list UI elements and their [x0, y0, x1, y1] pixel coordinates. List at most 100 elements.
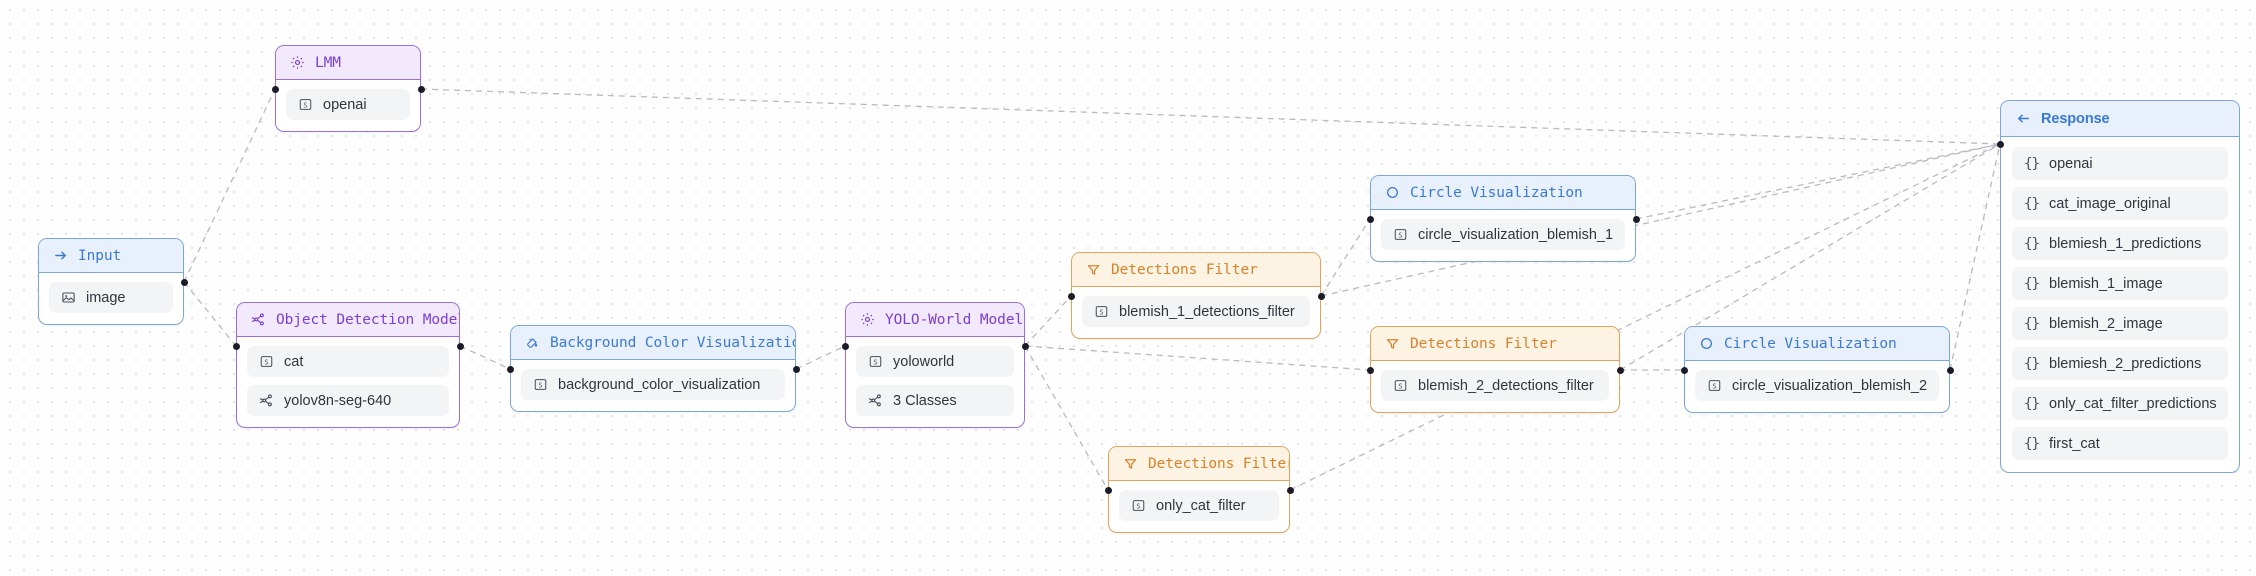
connection-port[interactable]	[417, 85, 425, 93]
response-output-label: only_cat_filter_predictions	[2049, 395, 2217, 412]
connection-port[interactable]	[1021, 342, 1029, 350]
json-braces-icon: {}	[2024, 315, 2040, 332]
node-detections-filter-blemish-2[interactable]: Detections Filter S blemish_2_detections…	[1370, 326, 1620, 413]
node-row[interactable]: yolov8n-seg-640	[247, 385, 449, 416]
node-title: Background Color Visualization	[550, 334, 796, 351]
node-row[interactable]: S cat	[247, 346, 449, 377]
string-param-icon: S	[867, 353, 884, 370]
node-body-background-color-visualization: S background_color_visualization	[511, 360, 795, 411]
connection-port[interactable]	[1946, 366, 1954, 374]
response-output-item[interactable]: {}blemish_1_image	[2012, 267, 2228, 300]
node-body-input: image	[39, 273, 183, 324]
node-header-detections-filter-blemish-2: Detections Filter	[1371, 327, 1619, 361]
svg-text:S: S	[1136, 502, 1140, 510]
edge-detections-filter-blemish-1-to-circle-visualization-blemish-1	[1320, 218, 1371, 297]
node-object-detection-model[interactable]: Object Detection Model S cat yolov8n-seg…	[236, 302, 460, 428]
connection-port[interactable]	[1616, 366, 1624, 374]
node-row[interactable]: S only_cat_filter	[1119, 490, 1279, 521]
node-detections-filter-blemish-1[interactable]: Detections Filter S blemish_1_detections…	[1071, 252, 1321, 339]
node-row-label: circle_visualization_blemish_2	[1732, 377, 1928, 394]
svg-text:S: S	[1398, 382, 1402, 390]
node-row[interactable]: S circle_visualization_blemish_1	[1381, 219, 1625, 250]
model-nodes-icon	[258, 392, 275, 409]
node-row[interactable]: S circle_visualization_blemish_2	[1695, 370, 1939, 401]
node-lmm[interactable]: LMM S openai	[275, 45, 421, 132]
node-title: LMM	[315, 54, 341, 71]
svg-text:S: S	[1099, 308, 1103, 316]
response-panel[interactable]: Response {}openai{}cat_image_original{}b…	[2000, 100, 2240, 473]
connection-port[interactable]	[792, 365, 800, 373]
node-body-lmm: S openai	[276, 80, 420, 131]
node-row-label: blemish_2_detections_filter	[1418, 377, 1594, 394]
edge-input-to-object-detection-model	[183, 281, 237, 347]
node-row[interactable]: S blemish_2_detections_filter	[1381, 370, 1609, 401]
circle-icon	[1384, 184, 1401, 201]
response-output-item[interactable]: {}cat_image_original	[2012, 187, 2228, 220]
model-nodes-icon	[867, 392, 884, 409]
node-header-circle-visualization-blemish-1: Circle Visualization	[1371, 176, 1635, 210]
response-output-item[interactable]: {}blemiesh_2_predictions	[2012, 347, 2228, 380]
filter-icon	[1085, 261, 1102, 278]
node-body-yolo-world-model: S yoloworld 3 Classes	[846, 337, 1024, 427]
connection-port[interactable]	[1104, 486, 1112, 494]
node-body-circle-visualization-blemish-2: S circle_visualization_blemish_2	[1685, 361, 1949, 412]
string-param-icon: S	[1130, 497, 1147, 514]
response-output-item[interactable]: {}openai	[2012, 147, 2228, 180]
string-param-icon: S	[532, 376, 549, 393]
connection-port[interactable]	[506, 365, 514, 373]
node-row[interactable]: 3 Classes	[856, 385, 1014, 416]
string-param-icon: S	[1093, 303, 1110, 320]
response-output-label: first_cat	[2049, 435, 2100, 452]
json-braces-icon: {}	[2024, 235, 2040, 252]
node-circle-visualization-blemish-2[interactable]: Circle Visualization S circle_visualizat…	[1684, 326, 1950, 413]
json-braces-icon: {}	[2024, 395, 2040, 412]
connection-port[interactable]	[1317, 292, 1325, 300]
node-title: Detections Filter	[1410, 335, 1557, 352]
node-circle-visualization-blemish-1[interactable]: Circle Visualization S circle_visualizat…	[1370, 175, 1636, 262]
node-row-label: openai	[323, 96, 367, 113]
node-detections-filter-only-cat[interactable]: Detections Filter S only_cat_filter	[1108, 446, 1290, 533]
response-output-item[interactable]: {} only_cat_filter_predictions	[2012, 387, 2228, 420]
connection-port[interactable]	[1632, 215, 1640, 223]
connection-port[interactable]	[1286, 486, 1294, 494]
node-yolo-world-model[interactable]: YOLO-World Model S yoloworld 3 Classes	[845, 302, 1025, 428]
response-output-item[interactable]: {}first_cat	[2012, 427, 2228, 460]
node-row[interactable]: S background_color_visualization	[521, 369, 785, 400]
node-title: Input	[78, 247, 122, 264]
node-row[interactable]: S yoloworld	[856, 346, 1014, 377]
paint-icon	[524, 334, 541, 351]
connection-port[interactable]	[180, 278, 188, 286]
node-background-color-visualization[interactable]: Background Color Visualization S backgro…	[510, 325, 796, 412]
connection-port[interactable]	[456, 342, 464, 350]
node-input[interactable]: Input image	[38, 238, 184, 325]
node-row-label: only_cat_filter	[1156, 497, 1246, 514]
node-row-label: 3 Classes	[893, 392, 957, 409]
response-output-item[interactable]: {}blemiesh_1_predictions	[2012, 227, 2228, 260]
string-param-icon: S	[1392, 377, 1409, 394]
node-header-input: Input	[39, 239, 183, 273]
response-output-list: {}openai{}cat_image_original{}blemiesh_1…	[2001, 137, 2239, 472]
connection-port[interactable]	[1366, 366, 1374, 374]
node-row-label: background_color_visualization	[558, 376, 761, 393]
connection-port[interactable]	[1067, 292, 1075, 300]
connection-port[interactable]	[271, 85, 279, 93]
string-param-icon: S	[1392, 226, 1409, 243]
connection-port[interactable]	[1680, 366, 1688, 374]
node-row[interactable]: S openai	[286, 89, 410, 120]
connection-port[interactable]	[1996, 140, 2004, 148]
connection-port[interactable]	[232, 342, 240, 350]
svg-text:S: S	[303, 101, 307, 109]
node-row-label: yoloworld	[893, 353, 955, 370]
edge-background-color-visualization-to-yolo-world-model	[795, 345, 846, 370]
connection-port[interactable]	[841, 342, 849, 350]
node-row[interactable]: S blemish_1_detections_filter	[1082, 296, 1310, 327]
svg-text:S: S	[873, 358, 877, 366]
node-row[interactable]: image	[49, 282, 173, 313]
node-header-yolo-world-model: YOLO-World Model	[846, 303, 1024, 337]
response-output-item[interactable]: {}blemish_2_image	[2012, 307, 2228, 340]
node-body-detections-filter-only-cat: S only_cat_filter	[1109, 481, 1289, 532]
connection-port[interactable]	[1366, 215, 1374, 223]
gear-icon	[289, 54, 306, 71]
response-output-label: cat_image_original	[2049, 195, 2171, 212]
